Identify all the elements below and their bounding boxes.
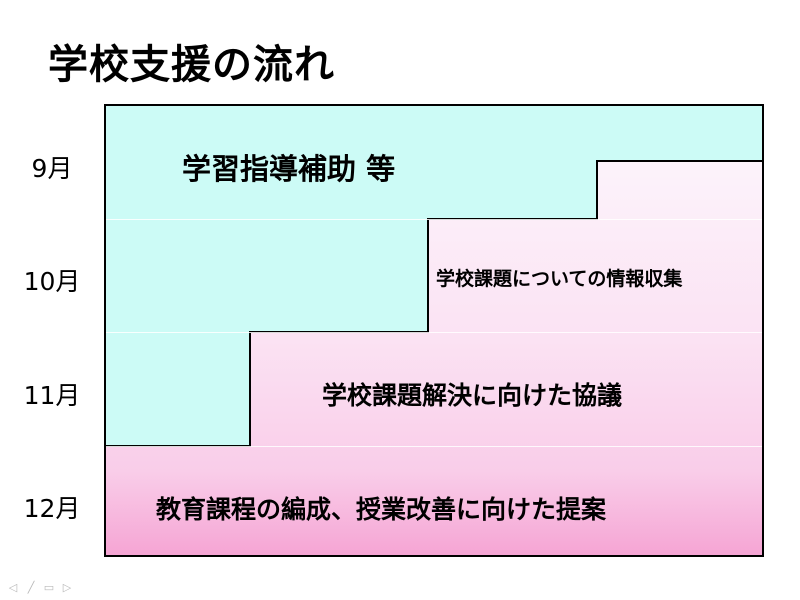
month-label-september: 9月 bbox=[31, 154, 73, 183]
pen-icon[interactable]: ╱ bbox=[27, 581, 35, 594]
timeline-frame: 学習指導補助 等 学校課題についての情報収集 学校課題解決に向けた協議 教育課程… bbox=[104, 104, 764, 557]
pink-step-shape bbox=[106, 161, 762, 555]
activity-learning-support: 学習指導補助 等 bbox=[182, 152, 396, 186]
activity-curriculum-proposal: 教育課程の編成、授業改善に向けた提案 bbox=[156, 495, 607, 524]
previous-slide-icon[interactable]: ◁ bbox=[8, 581, 18, 594]
month-divider-line bbox=[106, 219, 762, 220]
slide-title: 学校支援の流れ bbox=[48, 42, 335, 88]
slideshow-nav: ◁ ╱ ▭ ▷ bbox=[6, 582, 74, 594]
activity-info-gathering: 学校課題についての情報収集 bbox=[436, 268, 683, 290]
month-label-october: 10月 bbox=[23, 267, 81, 296]
next-slide-icon[interactable]: ▷ bbox=[62, 581, 72, 594]
month-label-november: 11月 bbox=[23, 381, 81, 410]
staircase-graphic bbox=[106, 160, 762, 555]
menu-icon[interactable]: ▭ bbox=[43, 581, 55, 594]
staircase-pink-area bbox=[106, 106, 762, 555]
staircase-outline bbox=[106, 160, 762, 447]
month-label-december: 12月 bbox=[23, 494, 81, 523]
activity-discussion: 学校課題解決に向けた協議 bbox=[322, 381, 623, 410]
month-divider-line bbox=[106, 446, 762, 447]
month-divider-line bbox=[106, 332, 762, 333]
